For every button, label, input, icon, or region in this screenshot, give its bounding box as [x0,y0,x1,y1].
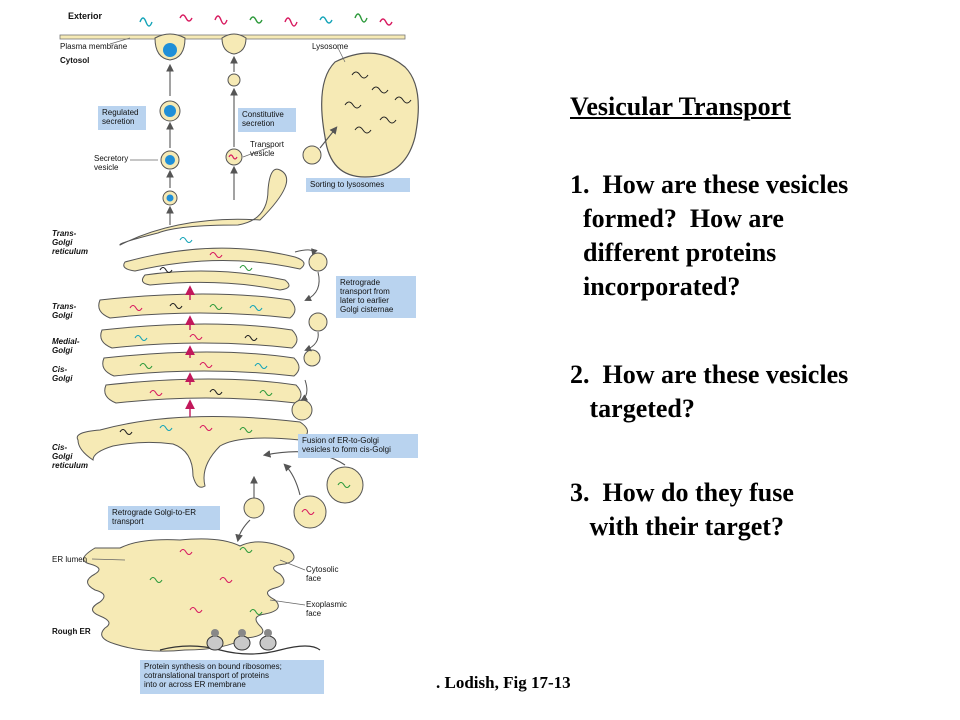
box-sorting-to-lysosomes: Sorting to lysosomes [306,178,410,192]
question-1: 1. How are these vesicles formed? How ar… [570,170,849,301]
box-fusion-er-golgi: Fusion of ER-to-Golgi vesicles to form c… [298,434,418,458]
constitutive-secretion-vesicles [221,33,247,166]
label-lysosome: Lysosome [312,42,349,51]
label-medial-golgi: Medial- Golgi [52,337,80,355]
box-retrograde-golgi: Retrograde transport from later to earli… [336,276,416,318]
label-transport-vesicle: Transport vesicle [250,140,284,158]
box-constitutive-secretion: Constitutive secretion [238,108,296,132]
label-er-lumen: ER lumen [52,555,88,564]
question-2: 2. How are these vesicles targeted? [570,360,849,423]
rough-er [83,538,295,652]
retrograde-golgi-vesicles [291,252,328,421]
label-trans-golgi-reticulum: Trans- Golgi reticulum [52,229,89,256]
golgi-cisternae [98,293,302,404]
box-regulated-secretion: Regulated secretion [98,106,146,130]
figure-citation: . Lodish, Fig 17-13 [436,673,571,692]
label-cytosolic-face: Cytosolic face [306,565,339,583]
trans-golgi-reticulum [119,168,305,291]
regulated-secretion-vesicles [154,33,186,206]
ribosomes [159,629,321,655]
secreted-proteins [139,13,393,27]
question-3: 3. How do they fuse with their target? [570,478,794,541]
lysosome-shape [321,52,419,178]
label-plasma-membrane: Plasma membrane [60,42,128,51]
label-cis-golgi-reticulum: Cis- Golgi reticulum [52,443,89,470]
label-rough-er: Rough ER [52,627,91,636]
box-retrograde-golgi-to-er: Retrograde Golgi-to-ER transport [108,506,220,530]
label-cis-golgi: Cis- Golgi [52,365,73,383]
label-cytosol: Cytosol [60,56,90,65]
cis-golgi-reticulum [76,416,308,488]
label-exoplasmic-face: Exoplasmic face [306,600,347,618]
label-trans-golgi: Trans- Golgi [52,302,77,320]
box-protein-synthesis: Protein synthesis on bound ribosomes; co… [140,660,324,694]
slide-title: Vesicular Transport [570,92,791,121]
label-secretory-vesicle: Secretory vesicle [94,154,129,172]
label-exterior: Exterior [68,11,103,21]
